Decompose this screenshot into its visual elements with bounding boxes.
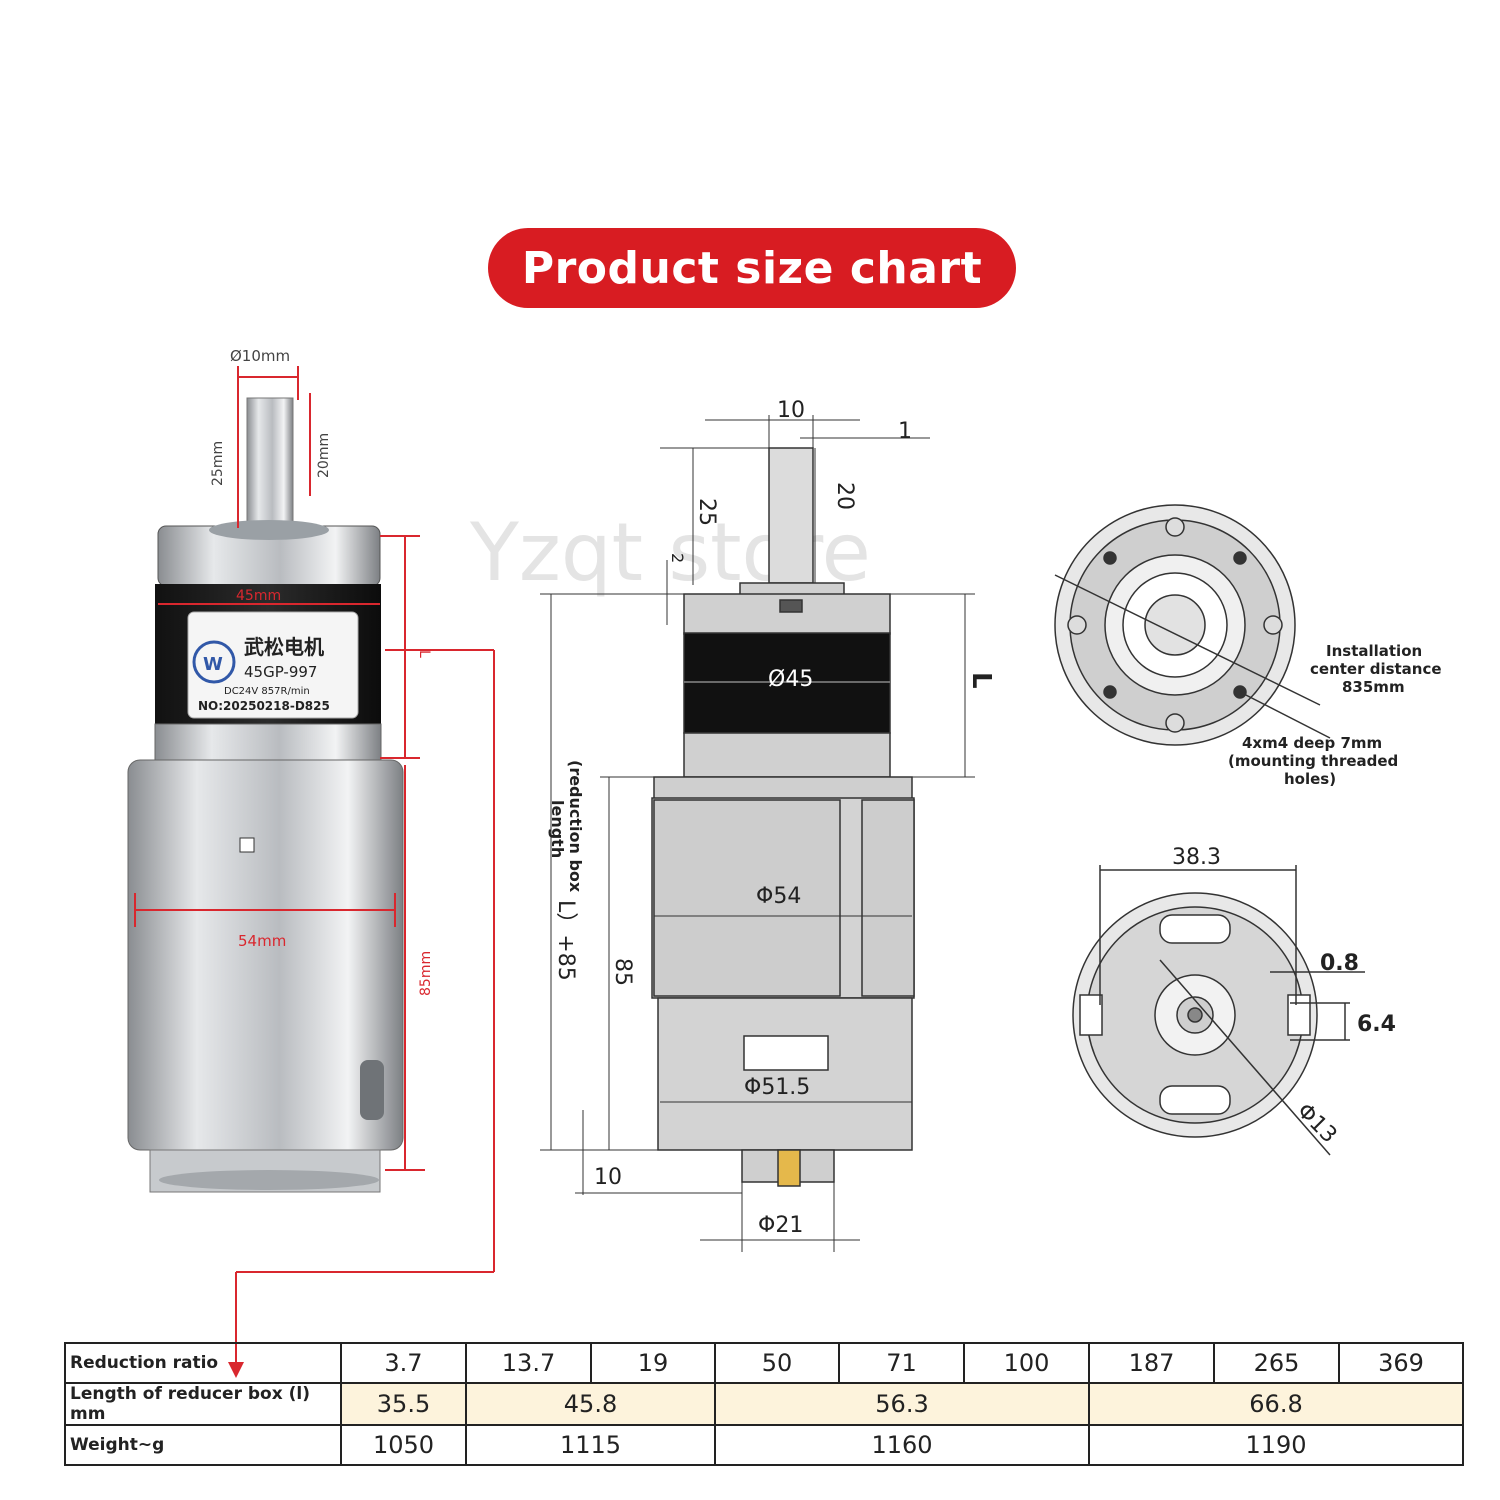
ratio-cell: 369 xyxy=(1338,1342,1464,1384)
side-dim-2: 2 xyxy=(668,553,687,563)
ratio-cell: 3.7 xyxy=(340,1342,467,1384)
photo-dim-gearbox: 45mm xyxy=(236,588,281,604)
ratio-cell: 265 xyxy=(1213,1342,1340,1384)
label-brand: 武松电机 xyxy=(244,635,324,659)
weight-cell: 1190 xyxy=(1088,1424,1464,1466)
side-dim-1: 1 xyxy=(898,419,912,444)
front-note-center-c: 835mm xyxy=(1342,678,1405,696)
table-row-length: Length of reducer box (l) mm 35.5 45.8 5… xyxy=(64,1382,1464,1426)
length-cell: 56.3 xyxy=(714,1382,1090,1426)
front-note-holes-a: 4xm4 deep 7mm xyxy=(1242,734,1382,752)
length-cell: 35.5 xyxy=(340,1382,467,1426)
svg-text:W: W xyxy=(203,654,223,675)
side-dim-total-a: (reduction box xyxy=(566,760,585,893)
side-dim-total-c: L）+85 xyxy=(553,900,578,981)
rear-dim-08: 0.8 xyxy=(1320,951,1359,976)
rear-dim-64: 6.4 xyxy=(1357,1012,1396,1037)
ratio-cell: 187 xyxy=(1088,1342,1215,1384)
page-title: Product size chart xyxy=(521,242,983,294)
ratio-cell: 13.7 xyxy=(465,1342,592,1384)
spec-table: Reduction ratio 3.7 13.7 19 50 71 100 18… xyxy=(64,1342,1464,1466)
weight-cell: 1115 xyxy=(465,1424,716,1466)
ratio-cell: 71 xyxy=(838,1342,965,1384)
side-dim-10-top: 10 xyxy=(777,398,805,423)
rear-dim-13: Φ13 xyxy=(1292,1099,1342,1149)
row-label-ratio: Reduction ratio xyxy=(64,1342,342,1384)
side-dim-motor-dia: Φ54 xyxy=(756,884,801,909)
front-note-center-b: center distance xyxy=(1310,660,1442,678)
front-note-holes-b: (mounting threaded xyxy=(1228,752,1398,770)
side-dim-L: L xyxy=(966,672,996,689)
side-dim-25: 25 xyxy=(694,498,719,526)
weight-cell: 1050 xyxy=(340,1424,467,1466)
length-cell: 66.8 xyxy=(1088,1382,1464,1426)
label-serial: NO:20250218-D825 xyxy=(198,699,330,713)
photo-dim-motor-len: 85mm xyxy=(418,951,434,996)
side-dim-motor-dia2: Φ51.5 xyxy=(744,1075,810,1100)
front-view xyxy=(1054,504,1331,746)
title-banner: Product size chart xyxy=(488,228,1016,308)
side-dim-10-bottom: 10 xyxy=(594,1165,622,1190)
label-model: 45GP-997 xyxy=(244,663,317,681)
photo-dimension-lines xyxy=(134,366,495,1370)
label-spec: DC24V 857R/min xyxy=(224,686,310,697)
weight-cell: 1160 xyxy=(714,1424,1090,1466)
side-drawing xyxy=(651,447,915,1187)
table-row-ratio: Reduction ratio 3.7 13.7 19 50 71 100 18… xyxy=(64,1342,1464,1384)
front-note-center-a: Installation xyxy=(1326,642,1422,660)
photo-dim-shaft-dia: Ø10mm xyxy=(230,347,290,365)
side-dim-gear-dia: Ø45 xyxy=(768,667,813,692)
rear-dim-383: 38.3 xyxy=(1172,845,1221,870)
ratio-cell: 100 xyxy=(963,1342,1090,1384)
side-dim-20: 20 xyxy=(832,482,857,510)
row-label-weight: Weight~g xyxy=(64,1424,342,1466)
photo-dim-shaft-20: 20mm xyxy=(316,433,332,478)
photo-dim-motor-dia: 54mm xyxy=(238,932,286,950)
side-dim-boss: Φ21 xyxy=(758,1213,803,1238)
table-row-weight: Weight~g 1050 1115 1160 1190 xyxy=(64,1424,1464,1466)
ratio-cell: 19 xyxy=(590,1342,716,1384)
rear-view xyxy=(1072,865,1365,1156)
row-label-length: Length of reducer box (l) mm xyxy=(64,1382,342,1426)
side-dim-total-b: length xyxy=(548,800,567,858)
side-dimension-lines xyxy=(540,415,975,1252)
motor-photo: W xyxy=(127,397,404,1193)
ratio-cell: 50 xyxy=(714,1342,840,1384)
length-cell: 45.8 xyxy=(465,1382,716,1426)
photo-dim-L: L xyxy=(416,650,432,658)
side-dim-85: 85 xyxy=(610,958,635,986)
front-note-holes-c: holes) xyxy=(1284,770,1336,788)
photo-dim-shaft-25: 25mm xyxy=(210,441,226,486)
